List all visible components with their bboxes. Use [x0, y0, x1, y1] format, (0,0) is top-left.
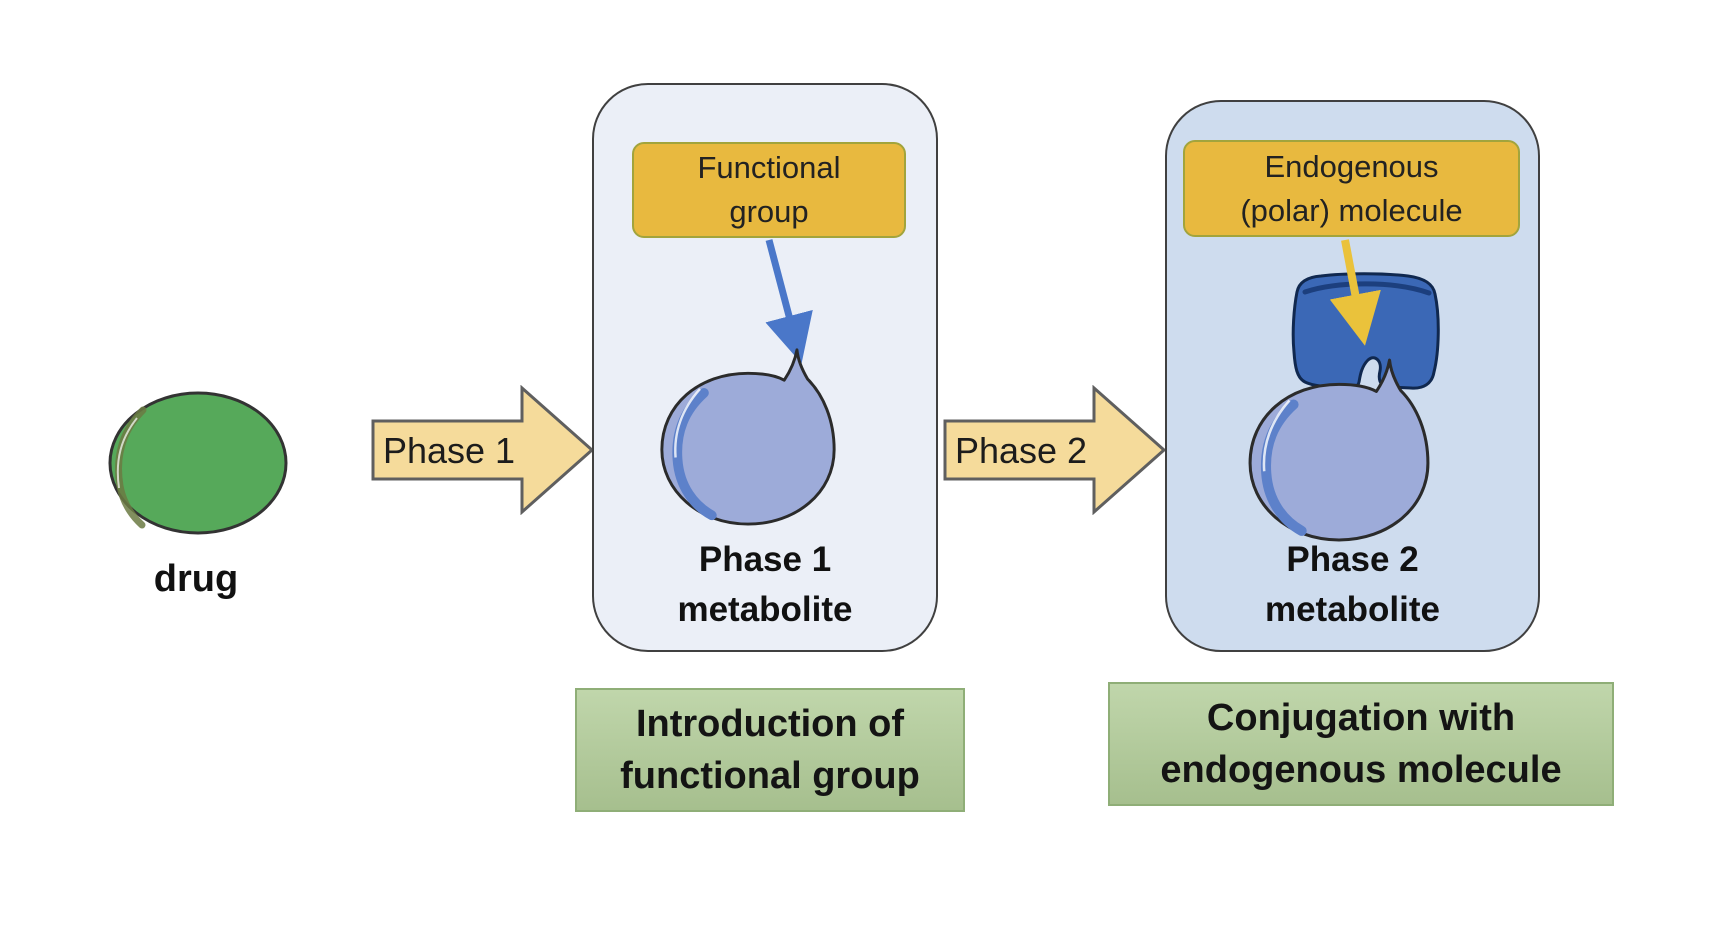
phase1-caption-line2: functional group	[620, 755, 920, 797]
phase1-caption-line1: Introduction of	[635, 703, 905, 745]
endogenous-molecule-tag-line2: (polar) molecule	[1240, 192, 1463, 228]
drug-ellipse-icon	[108, 391, 288, 535]
phase2-caption-line2: endogenous molecule	[1160, 749, 1562, 791]
phase1-metabolite-blob-icon	[660, 348, 836, 526]
phase1-caption-box: Introduction of functional group	[575, 688, 965, 812]
phase1-arrow-label: Phase 1	[382, 430, 516, 471]
phase2-metabolite-blob-icon	[1248, 358, 1430, 542]
phase2-arrow-label: Phase 2	[954, 430, 1088, 471]
phase1-arrow-shape	[371, 385, 595, 515]
functional-group-tag-line2: group	[729, 194, 809, 229]
endogenous-molecule-arrow-icon	[1329, 239, 1381, 346]
phase2-caption-line1: Conjugation with	[1206, 697, 1516, 739]
endogenous-molecule-tag: Endogenous (polar) molecule	[1183, 140, 1520, 237]
phase2-metabolite-label-line2: metabolite	[1264, 590, 1441, 629]
phase2-caption-box: Conjugation with endogenous molecule	[1108, 682, 1614, 806]
phase2-arrow-shape	[943, 385, 1167, 515]
endogenous-molecule-tag-line1: Endogenous	[1264, 148, 1439, 184]
drug-label: drug	[153, 558, 239, 600]
phase1-metabolite-label-line2: metabolite	[677, 590, 853, 629]
functional-group-tag: Functional group	[632, 142, 906, 238]
functional-group-arrow-icon	[765, 239, 813, 364]
functional-group-tag-line1: Functional	[697, 150, 841, 185]
phase2-metabolite-label-line1: Phase 2	[1286, 540, 1419, 579]
phase1-metabolite-label-line1: Phase 1	[698, 540, 832, 579]
